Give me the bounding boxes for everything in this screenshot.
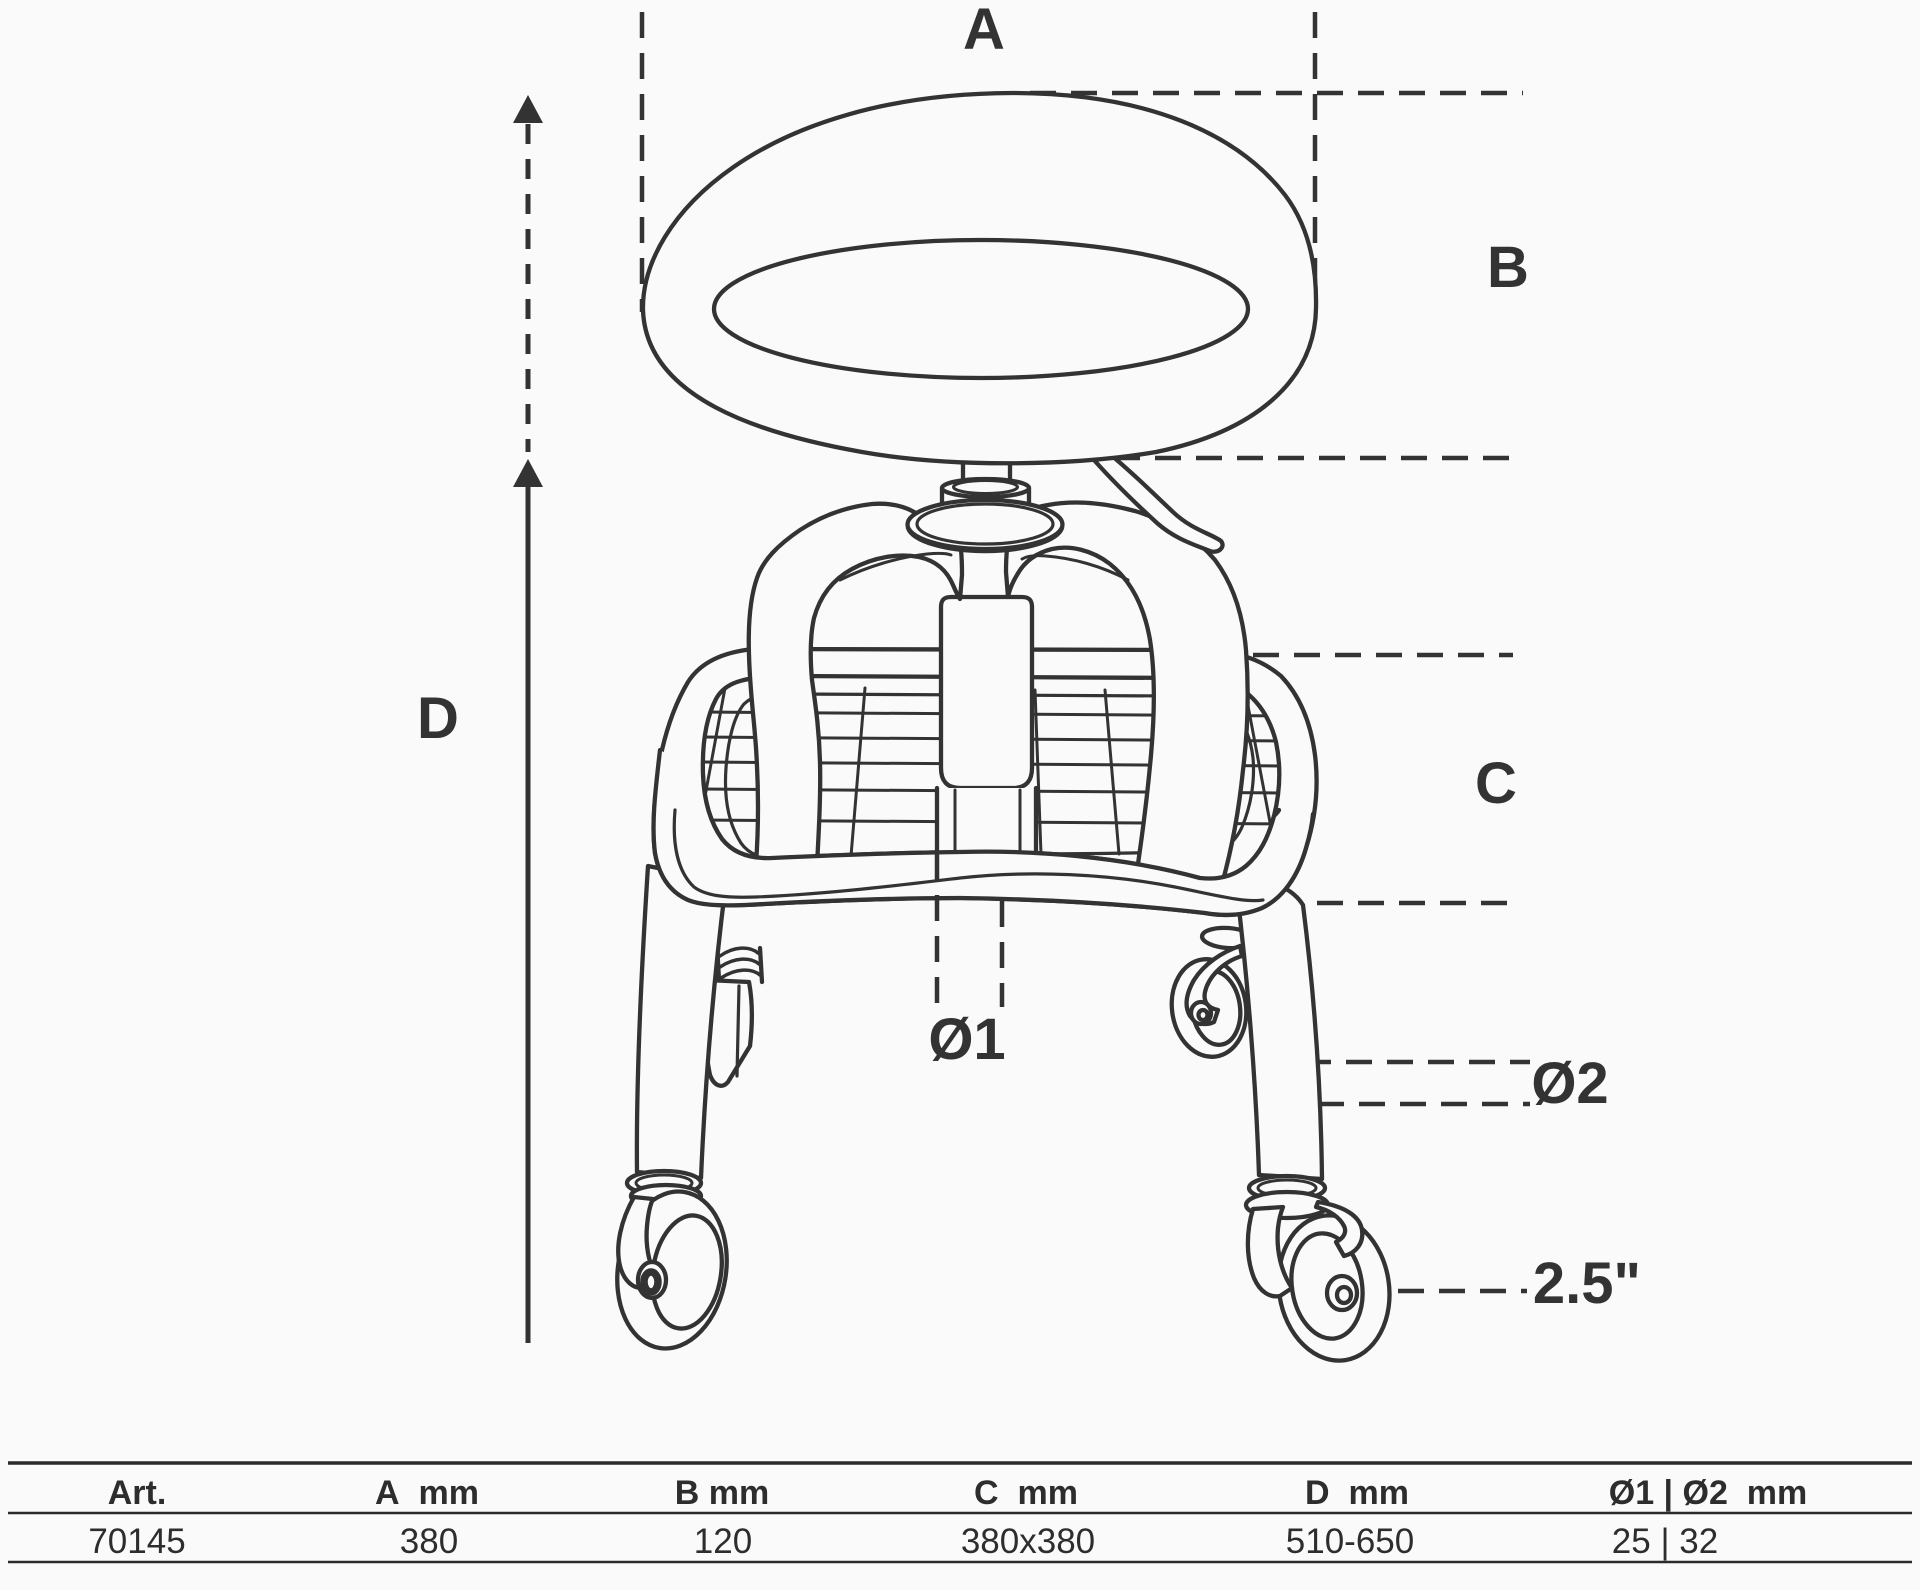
svg-text:C mm: C mm xyxy=(974,1474,1078,1512)
svg-text:Ø2: Ø2 xyxy=(1531,1051,1608,1116)
svg-text:25 | 32: 25 | 32 xyxy=(1612,1522,1718,1561)
svg-text:2.5": 2.5" xyxy=(1533,1251,1641,1316)
svg-text:510-650: 510-650 xyxy=(1286,1522,1414,1561)
svg-text:380x380: 380x380 xyxy=(961,1522,1095,1561)
svg-text:B: B xyxy=(1487,235,1529,300)
svg-text:D mm: D mm xyxy=(1305,1474,1409,1512)
svg-text:Art.: Art. xyxy=(108,1474,167,1512)
svg-text:A mm: A mm xyxy=(375,1474,479,1512)
svg-text:380: 380 xyxy=(400,1522,458,1561)
svg-text:Ø1 | Ø2 mm: Ø1 | Ø2 mm xyxy=(1609,1474,1807,1512)
svg-text:70145: 70145 xyxy=(88,1522,185,1561)
svg-text:B mm: B mm xyxy=(675,1474,769,1512)
svg-text:A: A xyxy=(963,0,1005,62)
svg-text:D: D xyxy=(417,686,459,751)
svg-text:C: C xyxy=(1475,751,1517,816)
svg-text:120: 120 xyxy=(694,1522,752,1561)
svg-text:Ø1: Ø1 xyxy=(928,1007,1005,1072)
